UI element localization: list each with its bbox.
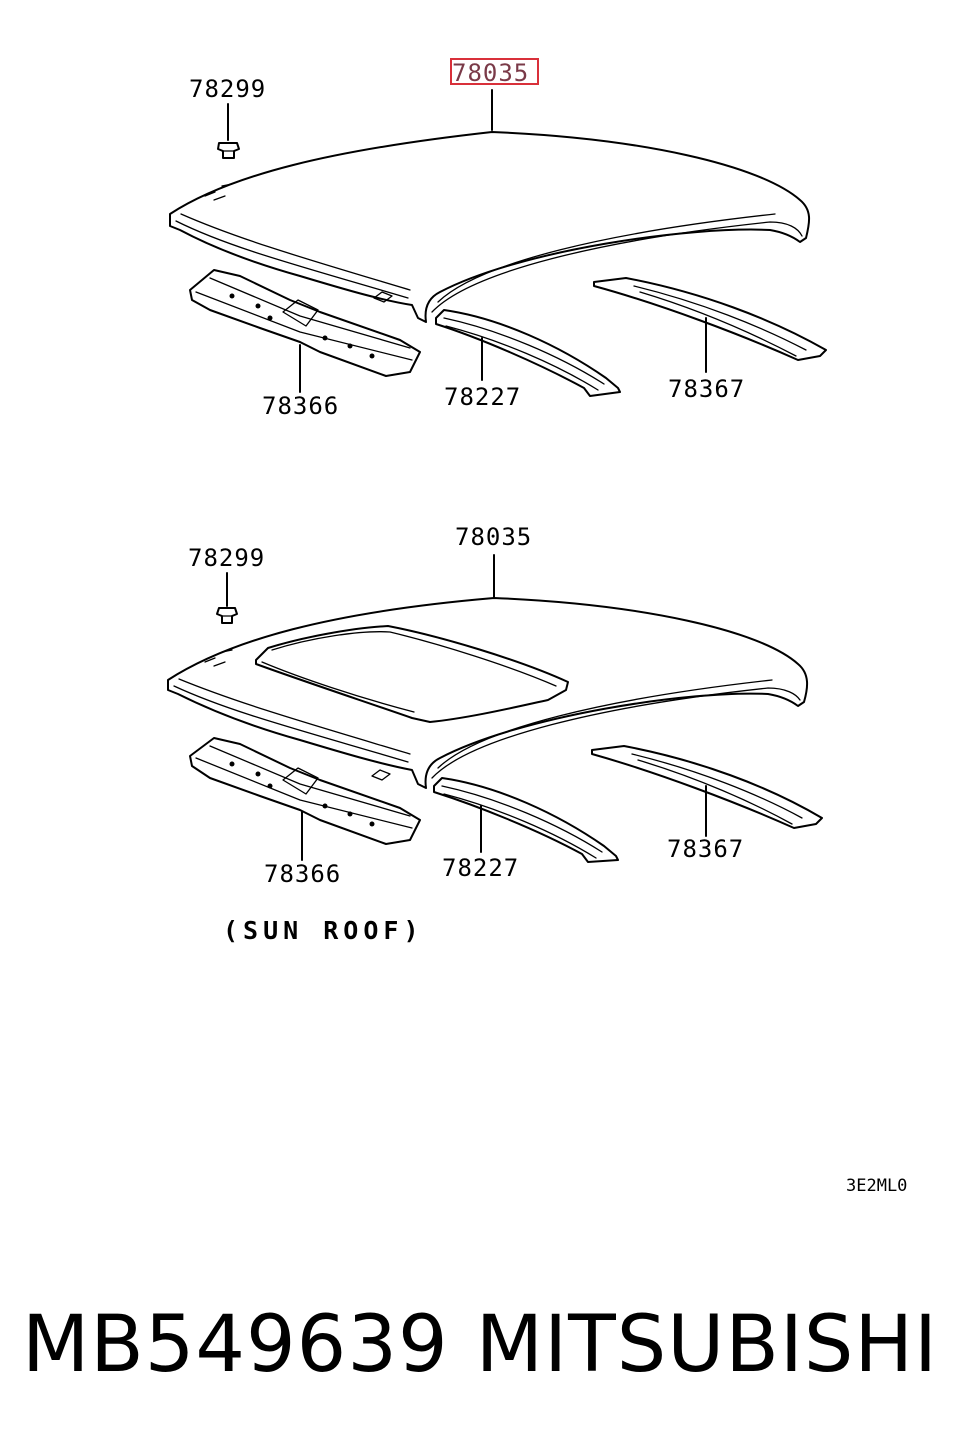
- label-front-header[interactable]: 78366: [262, 392, 339, 420]
- brand-name: MITSUBISHI: [475, 1300, 938, 1390]
- diagram-code: 3E2ML0: [846, 1176, 907, 1196]
- roof-panel-part: [169, 131, 811, 323]
- side-rail-part-sunroof: [433, 777, 619, 863]
- label-clip[interactable]: 78299: [189, 75, 266, 103]
- clip-part-sunroof: [216, 607, 238, 624]
- label-side-rail[interactable]: 78227: [444, 383, 521, 411]
- label-rear-header-sunroof[interactable]: 78367: [667, 835, 744, 863]
- label-front-header-sunroof[interactable]: 78366: [264, 860, 341, 888]
- clip-part: [217, 142, 240, 159]
- front-header-part: [189, 269, 421, 377]
- sunroof-caption: (SUN ROOF): [223, 916, 424, 945]
- roof-assembly-sunroof: 78035 78299: [167, 523, 823, 945]
- part-number: MB549639: [22, 1300, 449, 1390]
- roof-panel-sunroof-part: [167, 597, 809, 789]
- front-header-part-sunroof: [189, 737, 421, 845]
- label-rear-header[interactable]: 78367: [668, 375, 745, 403]
- label-roof-panel[interactable]: 78035: [452, 59, 529, 87]
- label-roof-panel-sunroof[interactable]: 78035: [455, 523, 532, 551]
- roof-assembly-standard: 78035 78299: [169, 58, 827, 420]
- footer: MB549639 MITSUBISHI: [0, 1290, 960, 1400]
- label-clip-sunroof[interactable]: 78299: [188, 544, 265, 572]
- label-side-rail-sunroof[interactable]: 78227: [442, 854, 519, 882]
- rear-header-part: [593, 277, 827, 361]
- highlight-box: [450, 58, 539, 85]
